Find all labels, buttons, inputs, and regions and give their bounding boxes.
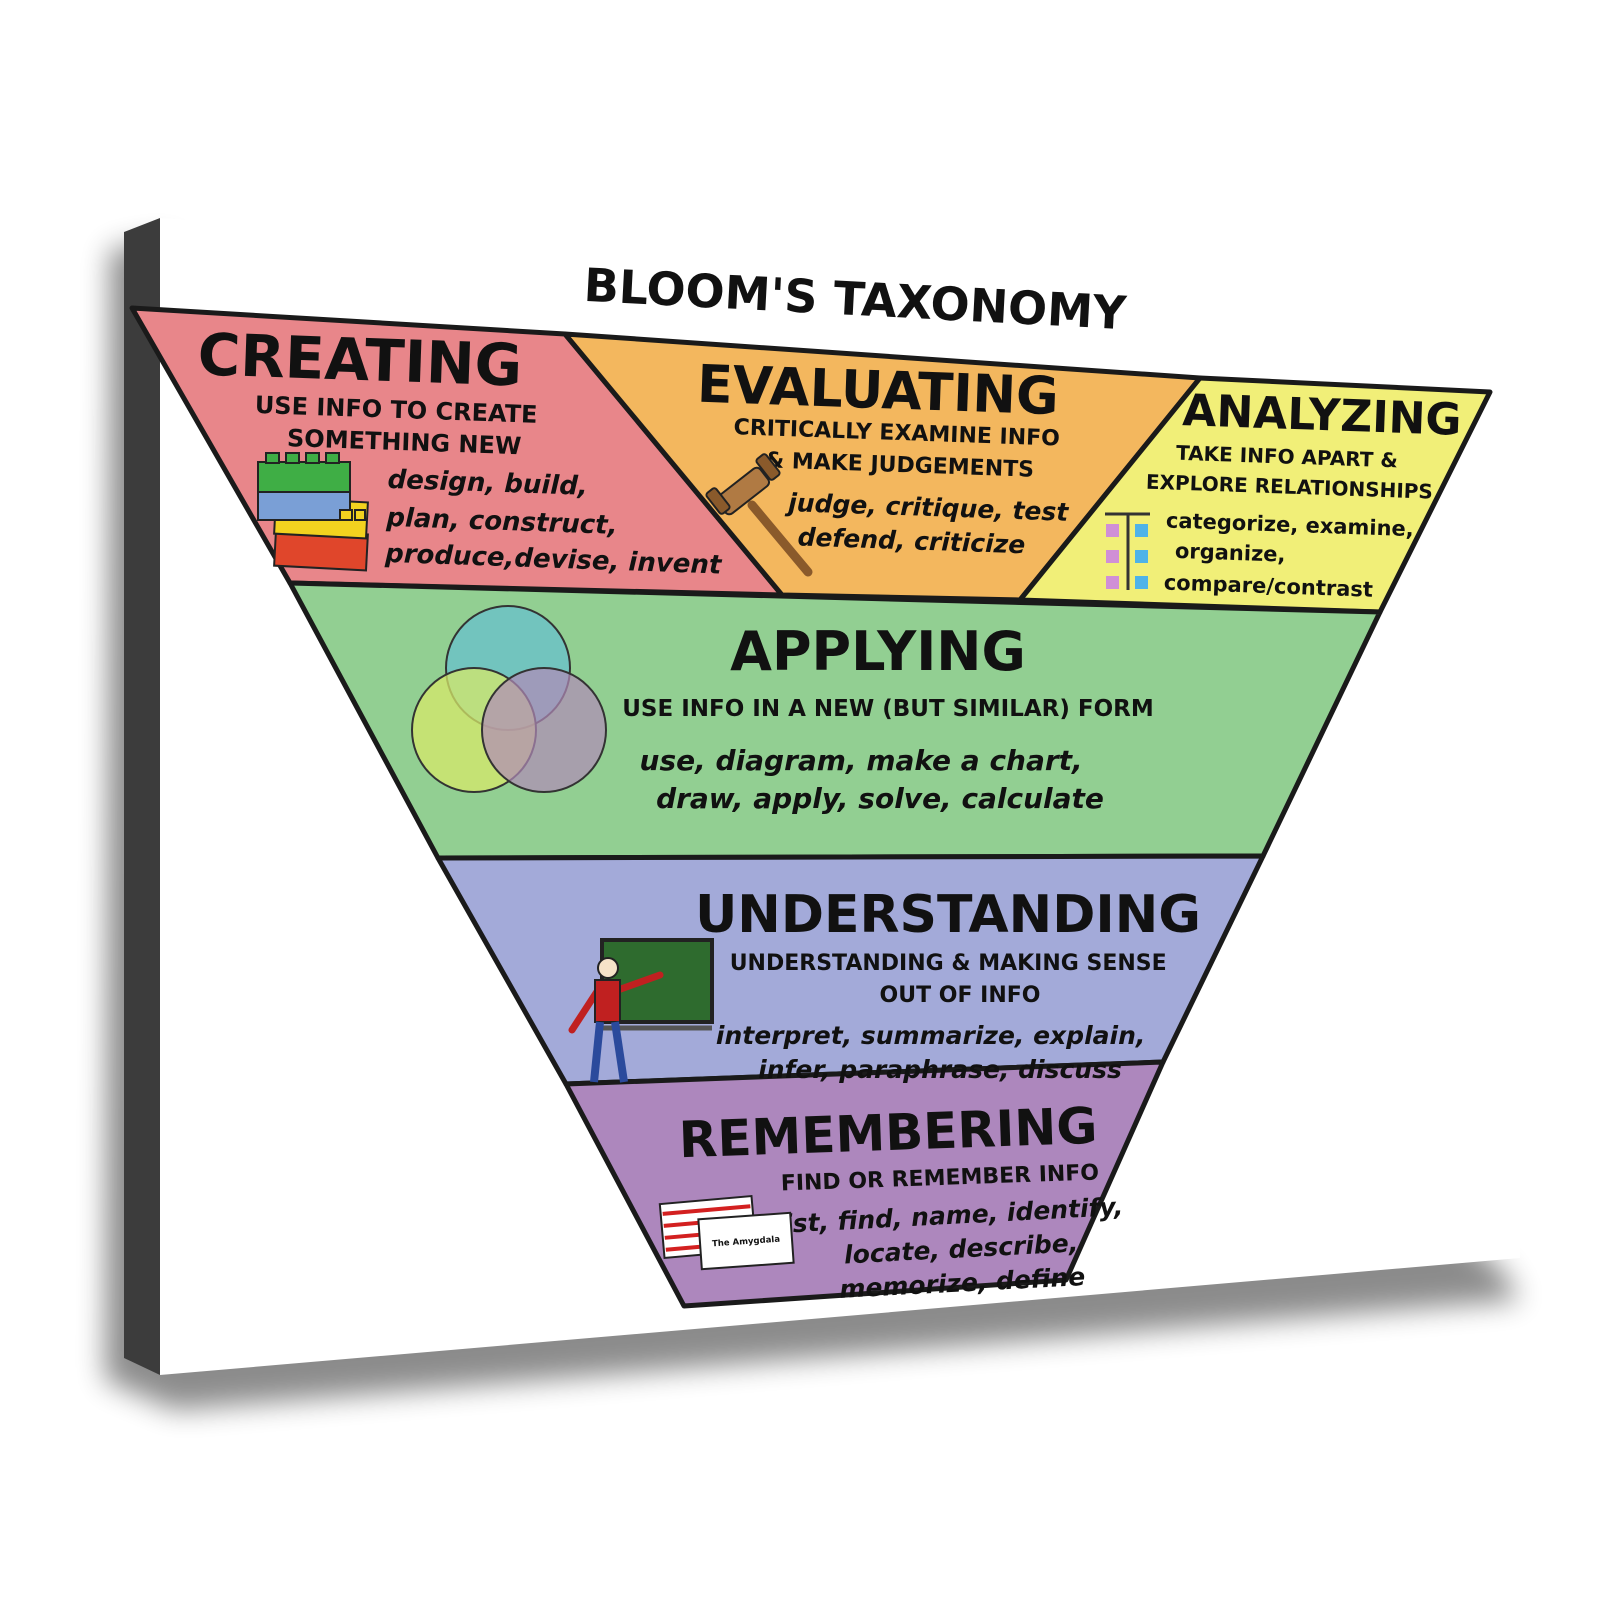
sorting-chart-icon (1105, 512, 1150, 590)
understanding-heading: UNDERSTANDING (695, 885, 1201, 945)
evaluating-heading: EVALUATING (696, 355, 1059, 428)
building-blocks-icon (257, 452, 369, 572)
svg-text:design, build, plan, con: design, build, plan, construct, produce,… (384, 465, 726, 581)
creating-verbs-line-1: design, build, (387, 465, 588, 502)
venn-diagram-icon (411, 605, 607, 793)
level-applying: APPLYING USE INFO IN A NEW (BUT SIMILAR)… (411, 605, 1154, 815)
creating-heading: CREATING (197, 320, 524, 399)
analyzing-heading: ANALYZING (1182, 385, 1463, 446)
understanding-description-line-2: OUT OF INFO (880, 983, 1041, 1008)
teacher-chalkboard-icon (568, 938, 714, 1083)
understanding-verbs-line-1: interpret, summarize, explain, (716, 1021, 1145, 1050)
svg-text:UNDERSTANDING & MAKING SENSE: UNDERSTANDING & MAKING SENSE OUT OF INFO (730, 951, 1175, 1008)
svg-text:use, diagram, make a chart,: use, diagram, make a chart, draw, apply,… (640, 744, 1104, 815)
applying-heading: APPLYING (730, 620, 1026, 683)
flashcards-icon: The Amygdala (658, 1195, 795, 1271)
canvas-side-edge (124, 218, 160, 1375)
flashcard-label: The Amygdala (712, 1235, 781, 1250)
applying-verbs-line-2: draw, apply, solve, calculate (656, 782, 1104, 815)
gavel-icon (705, 453, 813, 577)
svg-text:judge, critique, test de: judge, critique, test defend, criticize (783, 488, 1078, 561)
applying-description-line-1: USE INFO IN A NEW (BUT SIMILAR) FORM (622, 696, 1154, 722)
level-understanding: UNDERSTANDING UNDERSTANDING & MAKING SEN… (568, 885, 1201, 1084)
understanding-verbs-line-2: infer, paraphrase, discuss (758, 1055, 1122, 1084)
svg-text:interpret, summarize, explain,: interpret, summarize, explain, infer, pa… (716, 1021, 1154, 1084)
understanding-description-line-1: UNDERSTANDING & MAKING SENSE (730, 951, 1167, 976)
level-evaluating: EVALUATING CRITICALLY EXAMINE INFO & MAK… (696, 355, 1078, 577)
level-creating: CREATING USE INFO TO CREATE SOMETHING NE… (197, 320, 726, 581)
applying-verbs-line-1: use, diagram, make a chart, (640, 744, 1083, 777)
analyzing-verbs-line-2: organize, (1175, 539, 1286, 567)
